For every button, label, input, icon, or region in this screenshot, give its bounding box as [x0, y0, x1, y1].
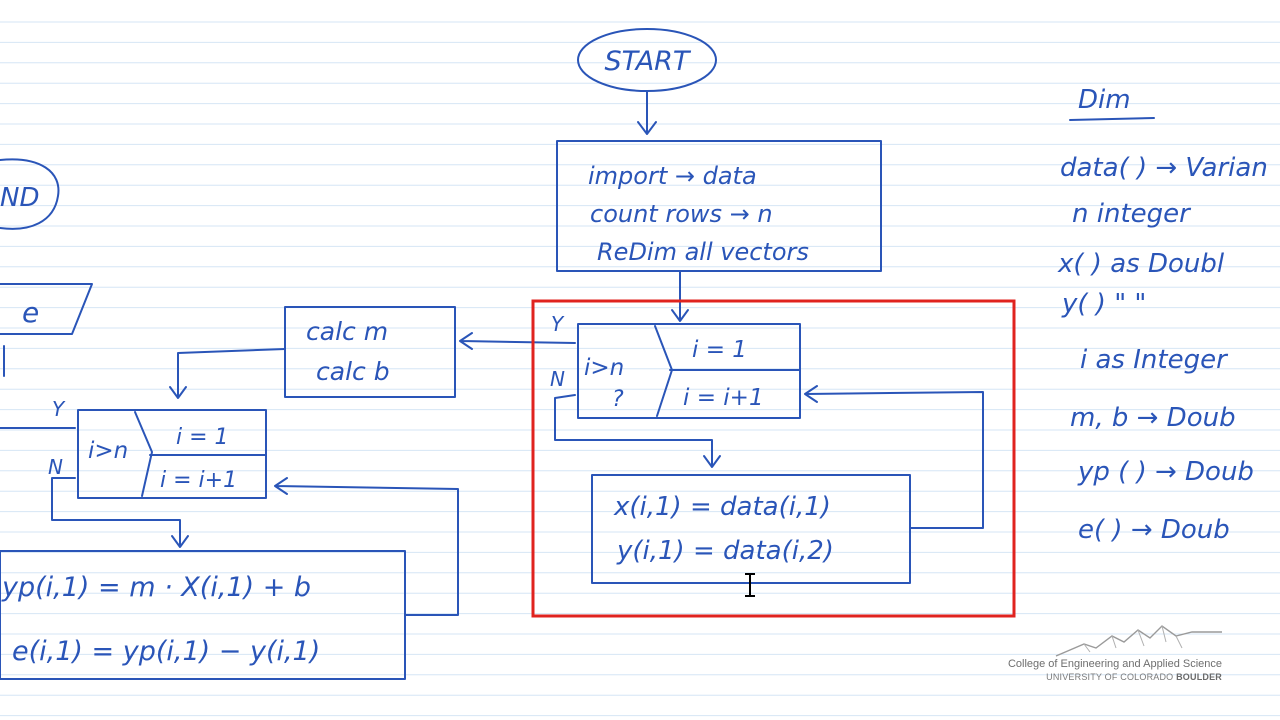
calc-line-2: calc b — [316, 357, 390, 386]
left-loop-no: N — [48, 455, 63, 479]
dim-line-3: x( ) as Doubl — [1057, 249, 1225, 279]
ruled-lines — [0, 21, 1280, 717]
init-line-1: import → data — [588, 162, 757, 190]
left-loop-init: i = 1 — [176, 425, 229, 450]
main-loop-no: N — [550, 367, 565, 391]
text-cursor-icon — [745, 573, 755, 597]
start-label: START — [605, 46, 692, 77]
left-loop-yes: Y — [52, 397, 66, 421]
university-logo: College of Engineering and Applied Scien… — [980, 622, 1230, 686]
logo-college-name: College of Engineering and Applied Scien… — [1007, 658, 1222, 670]
main-body-line-2: y(i,1) = data(i,2) — [616, 536, 834, 566]
dim-line-4: y( ) " " — [1061, 289, 1146, 319]
calc-line-1: calc m — [306, 317, 388, 346]
start-arrow — [637, 91, 657, 135]
dim-line-6: m, b → Doub — [1070, 403, 1236, 433]
left-loop-increment: i = i+1 — [160, 468, 237, 493]
highlight-box — [531, 299, 1016, 618]
main-loop-increment: i = i+1 — [683, 385, 764, 411]
left-loop-condition: i>n — [88, 438, 128, 464]
init-arrow — [671, 270, 689, 322]
logo-university-name: UNIVERSITY OF COLORADO BOULDER — [1046, 672, 1222, 682]
dim-line-8: e( ) → Doub — [1078, 515, 1230, 545]
init-process-box — [556, 140, 882, 272]
main-loop-question: ? — [612, 387, 624, 412]
output-box — [0, 283, 93, 335]
end-label-partial: ND — [0, 183, 39, 213]
left-body-line-2: e(i,1) = yp(i,1) − y(i,1) — [12, 636, 320, 667]
main-loop-block: Y N i>n ? i = 1 i = i+1 — [459, 312, 801, 468]
left-flowchart: ND e calc m calc b Y N i>n i = 1 i = i+1… — [0, 158, 459, 680]
init-line-3: ReDim all vectors — [597, 238, 809, 266]
end-terminator — [0, 158, 60, 230]
mountains-icon — [1055, 625, 1222, 657]
dim-line-7: yp ( ) → Doub — [1077, 457, 1254, 487]
init-line-2: count rows → n — [590, 200, 773, 228]
output-label-partial: e — [22, 296, 39, 329]
main-loop-init: i = 1 — [692, 337, 747, 363]
main-loop-body: x(i,1) = data(i,1) y(i,1) = data(i,2) — [591, 385, 984, 584]
dim-line-1: data( ) → Varian — [1060, 153, 1268, 183]
dim-title: Dim — [1078, 85, 1131, 115]
calc-box — [284, 306, 456, 398]
main-loop-condition: i>n — [584, 355, 624, 381]
main-flowchart: START import → data count rows → n ReDim… — [459, 28, 1016, 618]
main-body-line-1: x(i,1) = data(i,1) — [613, 492, 831, 522]
left-body-line-1: yp(i,1) = m · X(i,1) + b — [1, 572, 311, 603]
dim-line-2: n integer — [1072, 199, 1192, 229]
main-loop-yes: Y — [551, 312, 565, 336]
dim-line-5: i as Integer — [1080, 345, 1229, 375]
dim-notes: Dim data( ) → Varian n integer x( ) as D… — [1057, 85, 1268, 545]
